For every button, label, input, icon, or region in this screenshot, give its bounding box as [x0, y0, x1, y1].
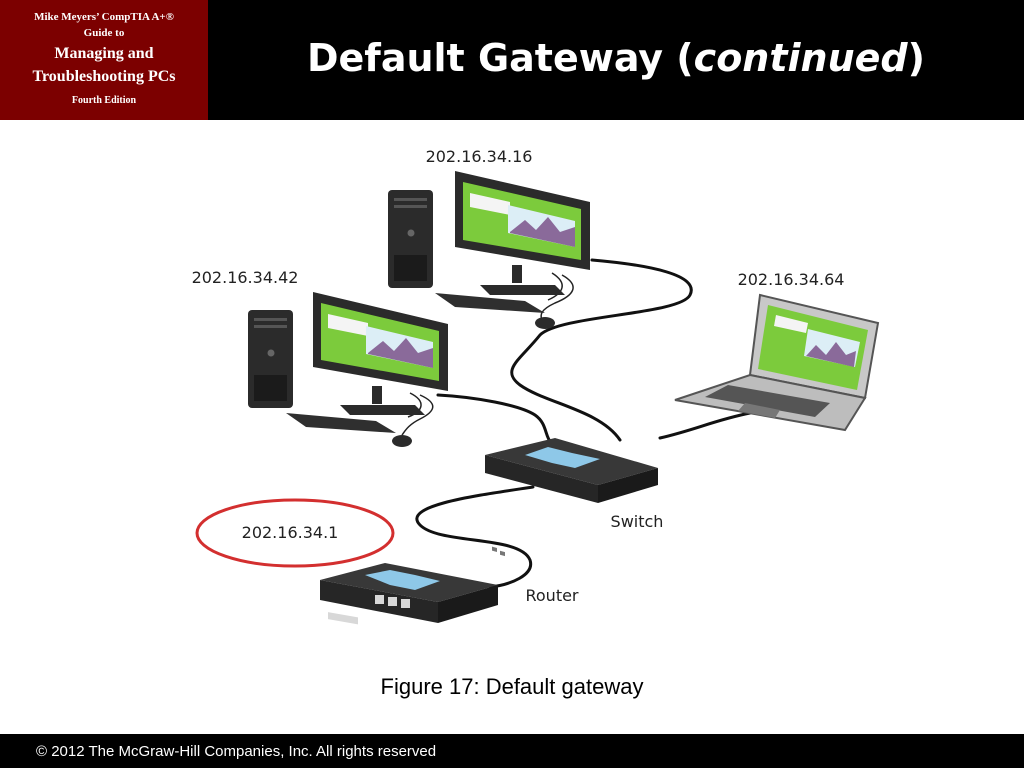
router-ip-label: 202.16.34.1 [242, 523, 339, 542]
title-main: Default Gateway ( [306, 36, 694, 80]
badge-guide-line: Guide to [83, 27, 125, 39]
router-label: Router [525, 586, 578, 605]
switch-device [485, 438, 658, 557]
switch-label: Switch [611, 512, 664, 531]
switch-arrows [525, 447, 600, 468]
header-bar: Mike Meyers’ CompTIA A+® Guide to Managi… [0, 0, 1024, 120]
peripheral-cords [401, 272, 574, 436]
router-device [320, 563, 498, 625]
laptop-ip-label: 202.16.34.64 [738, 270, 845, 289]
slide-title: Default Gateway (continued) [208, 34, 1024, 82]
book-badge: Mike Meyers’ CompTIA A+® Guide to Managi… [0, 0, 208, 120]
badge-author-line: Mike Meyers’ CompTIA A+® [34, 11, 174, 23]
pc-top-keyboard [435, 293, 545, 313]
cable-top-pc [510, 258, 693, 442]
router-ip-highlight-ring [195, 498, 395, 568]
laptop-keyboard [705, 385, 830, 417]
badge-edition: Fourth Edition [71, 95, 137, 106]
pc-top-ip-label: 202.16.34.16 [426, 147, 533, 166]
cables [415, 258, 752, 589]
copyright-text: © 2012 The McGraw-Hill Companies, Inc. A… [36, 743, 437, 760]
cable-laptop [658, 411, 752, 440]
badge-title-line1: Managing and [54, 45, 154, 62]
network-diagram: 202.16.34.16 202.16.34.42 202.16.34.64 2… [192, 147, 880, 625]
title-italic: continued [693, 36, 908, 80]
cable-router [415, 485, 535, 589]
laptop-touchpad [738, 403, 780, 418]
pc-top-mouse [535, 317, 555, 329]
pc-left-keyboard [286, 413, 396, 433]
laptop [674, 293, 880, 432]
router-arrows [365, 570, 440, 590]
title-close: ) [907, 36, 926, 80]
pc-left-ip-label: 202.16.34.42 [192, 268, 299, 287]
pc-left-mouse [392, 435, 412, 447]
pc-left [248, 292, 448, 447]
footer-bar: © 2012 The McGraw-Hill Companies, Inc. A… [0, 734, 1024, 768]
badge-title-line2: Troubleshooting PCs [32, 68, 176, 85]
figure-caption: Figure 17: Default gateway [380, 674, 644, 699]
pc-top [388, 171, 590, 329]
